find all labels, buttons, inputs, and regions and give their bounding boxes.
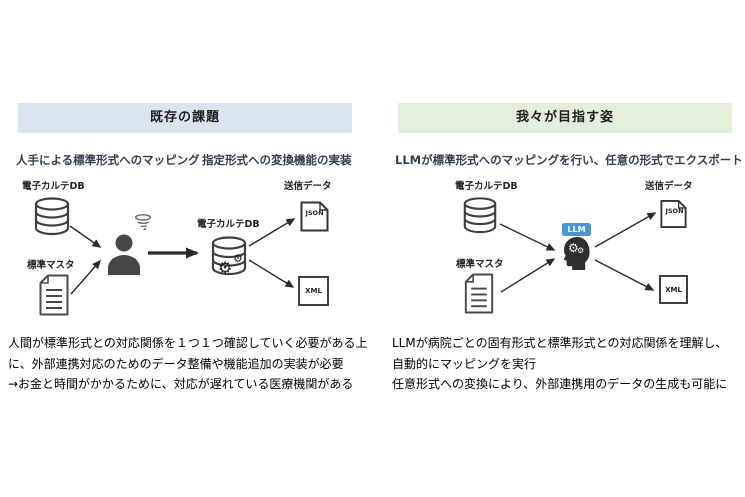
- json-file-icon: JSON: [660, 199, 689, 230]
- database-icon: [461, 196, 499, 238]
- send-data-label: 送信データ: [645, 181, 693, 192]
- left-subheading-conversion-impl: 指定形式への変換機能の実装: [202, 153, 352, 167]
- right-description-line: LLMが病院ごとの固有形式と標準形式との対応関係を理解し、: [392, 336, 728, 350]
- left-description: 人間が標準形式との対応関係を１つ１つ確認していく必要がある上 に、外部連携対応の…: [8, 333, 368, 395]
- ehr-db2-label: 電子カルテDB: [197, 219, 260, 230]
- llm-badge: LLM: [562, 223, 591, 236]
- right-panel-header: 我々が目指す姿: [398, 103, 732, 133]
- document-icon: [39, 274, 69, 320]
- gear-icon: ⚙: [233, 252, 243, 265]
- gear-icon: ⚙: [568, 241, 579, 255]
- left-panel-header: 既存の課題: [18, 103, 352, 133]
- right-description-line: 任意形式への変換により、外部連携用のデータの生成も可能に: [392, 377, 728, 391]
- gear-icon: ⚙: [577, 246, 585, 255]
- xml-file-icon: XML: [659, 275, 688, 304]
- left-panel-title: 既存の課題: [149, 110, 220, 125]
- gear-icon: ⚙: [218, 258, 233, 277]
- person-icon: [105, 233, 143, 279]
- json-file-label: JSON: [665, 207, 684, 215]
- right-subheading-llm-mapping: LLMが標準形式へのマッピングを行い、任意の形式でエクスポート: [395, 153, 743, 167]
- right-description: LLMが病院ごとの固有形式と標準形式との対応関係を理解し、 自動的にマッピングを…: [392, 333, 728, 395]
- json-file-icon: JSON: [300, 201, 329, 232]
- xml-file-label: XML: [665, 285, 682, 294]
- standard-master-label: 標準マスタ: [456, 259, 504, 270]
- xml-file-label: XML: [305, 287, 322, 295]
- json-file-label: JSON: [305, 209, 324, 217]
- document-icon: [464, 273, 494, 318]
- left-description-line: に、外部連携対応のためのデータ整備や機能追加の実装が必要: [8, 356, 344, 371]
- standard-master-label: 標準マスタ: [27, 260, 75, 271]
- xml-file-icon: XML: [298, 276, 329, 306]
- whirlwind-icon: [133, 214, 153, 237]
- right-panel-title: 我々が目指す姿: [515, 110, 614, 125]
- send-data-label: 送信データ: [284, 181, 332, 192]
- left-subheading-manual-mapping: 人手による標準形式へのマッピング: [16, 153, 200, 167]
- database-with-gears-icon: [209, 234, 249, 282]
- right-description-line: 自動的にマッピングを実行: [392, 356, 537, 371]
- left-description-line: 人間が標準形式との対応関係を１つ１つ確認していく必要がある上: [8, 336, 368, 350]
- left-description-line: →お金と時間がかかるために、対応が遅れている医療機関がある: [8, 377, 354, 391]
- ai-head-icon: ⚙ ⚙: [560, 236, 592, 274]
- ehr-db-label: 電子カルテDB: [22, 181, 85, 192]
- database-icon: [32, 196, 72, 240]
- ehr-db-label: 電子カルテDB: [455, 181, 518, 192]
